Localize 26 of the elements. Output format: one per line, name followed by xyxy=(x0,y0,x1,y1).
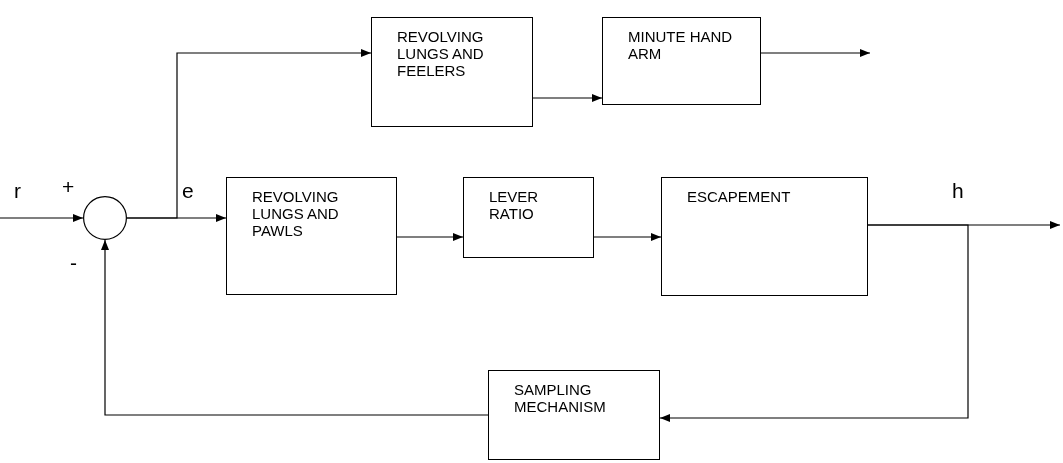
arrow xyxy=(101,239,489,416)
block-label: LEVER RATIO xyxy=(489,188,540,222)
arrow xyxy=(0,214,84,222)
arrow xyxy=(659,224,969,422)
block-label: MINUTE HAND ARM xyxy=(628,28,734,62)
arrow xyxy=(593,233,662,241)
block-box xyxy=(371,17,533,127)
block-box xyxy=(661,177,868,296)
arrow xyxy=(396,233,464,241)
summing-junction-circle xyxy=(83,196,127,240)
block-label: ESCAPEMENT xyxy=(687,188,792,205)
block-label: REVOLVING LUNGS AND FEELERS xyxy=(397,28,485,79)
block-box xyxy=(463,177,594,258)
signal-label: r xyxy=(14,180,21,202)
arrow xyxy=(532,94,603,102)
block-box xyxy=(226,177,397,295)
block-box xyxy=(602,17,761,105)
block-label: REVOLVING LUNGS AND PAWLS xyxy=(252,188,340,239)
block-label: SAMPLING MECHANISM xyxy=(514,381,607,415)
arrow xyxy=(760,49,871,57)
signal-label: h xyxy=(952,180,964,202)
signal-label: - xyxy=(70,252,77,274)
signal-label: e xyxy=(182,180,194,202)
arrow xyxy=(126,49,372,219)
signal-label: + xyxy=(62,176,75,198)
block-box xyxy=(488,370,660,460)
